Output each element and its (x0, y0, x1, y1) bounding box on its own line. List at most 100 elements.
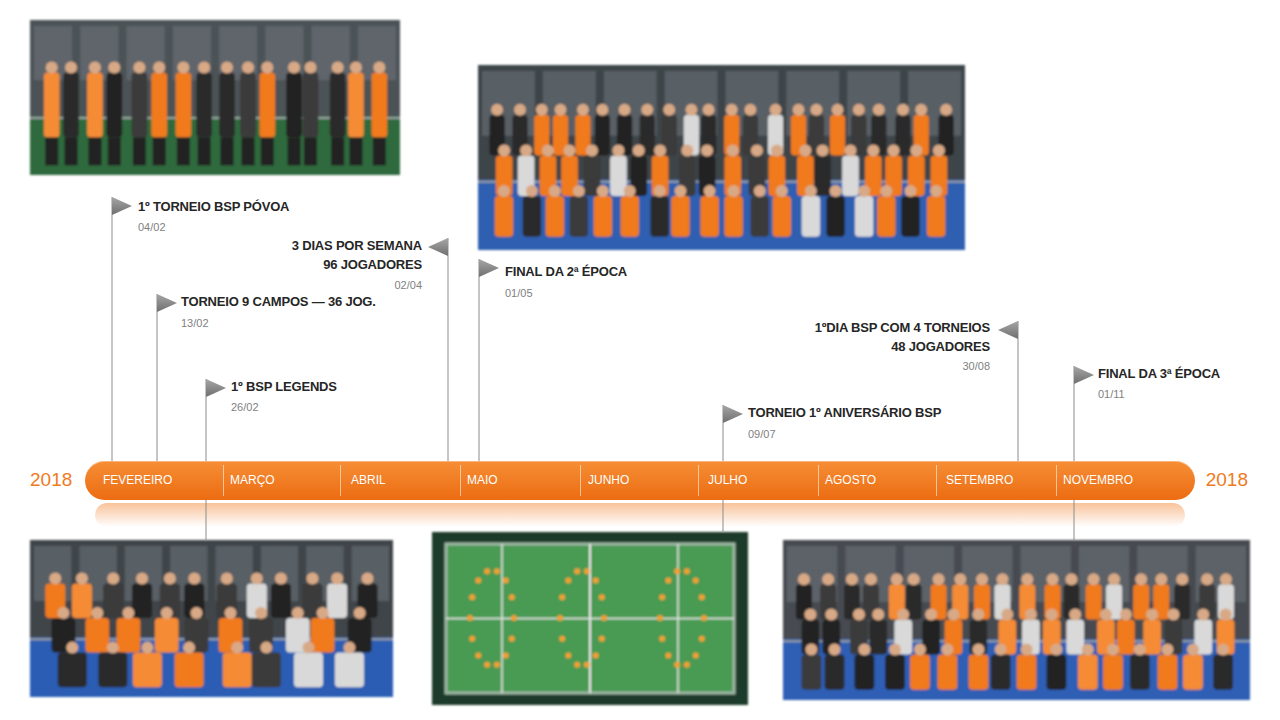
photo-person (555, 104, 567, 116)
photo-person (223, 653, 252, 688)
photo-person (1050, 644, 1062, 656)
photo-person (888, 144, 900, 156)
photo-person (1066, 619, 1084, 654)
photo-person (85, 618, 109, 653)
month-label: SETEMBRO (946, 473, 1013, 487)
year-label: 2018 (1206, 469, 1248, 491)
photo-person (867, 144, 879, 156)
photo-person (64, 138, 77, 166)
photo-person (754, 185, 766, 197)
event-title: FINAL DA 3ª ÉPOCA (1098, 366, 1220, 382)
month-label: NOVEMBRO (1063, 473, 1133, 487)
photo-person (901, 196, 919, 237)
photo-person (830, 115, 845, 156)
flag-pole (448, 238, 449, 461)
photo-person (908, 573, 920, 585)
photo-ball (494, 662, 500, 668)
event-title: TORNEIO 1º ANIVERSÁRIO BSP (748, 405, 941, 421)
month-divider (936, 465, 937, 496)
photo (783, 540, 1250, 700)
photo-person (260, 642, 272, 654)
photo-wall (432, 532, 748, 705)
photo-person (132, 584, 152, 619)
event-date: 26/02 (231, 399, 259, 415)
photo-ball (557, 615, 563, 621)
photo-person (776, 185, 788, 197)
photo-person (701, 144, 713, 156)
photo-person (915, 104, 927, 116)
month-label: MARÇO (230, 473, 275, 487)
flag-pole (157, 294, 158, 461)
photo-ball (467, 615, 473, 621)
photo-person (577, 104, 589, 116)
photo-person (330, 72, 346, 137)
photo-person (671, 196, 689, 237)
event-date: 09/07 (748, 426, 776, 442)
event-date: 02/04 (394, 277, 422, 293)
photo-person (844, 144, 856, 156)
photo-person (654, 185, 666, 197)
photo-person (954, 573, 966, 585)
photo-person (1134, 644, 1146, 656)
photo-person (373, 61, 385, 73)
photo-wall (783, 540, 1250, 700)
photo-person (259, 72, 275, 137)
photo-person (261, 61, 273, 73)
photo-person (1100, 608, 1112, 620)
photo-person (972, 608, 984, 620)
photo-person (641, 104, 653, 116)
photo-person (251, 573, 263, 585)
photo-ball (509, 594, 515, 600)
photo-person (361, 573, 373, 585)
photo-person (701, 115, 716, 156)
photo-person (177, 61, 189, 73)
photo-person (542, 144, 554, 156)
photo-person (72, 584, 92, 619)
photo-person (164, 573, 176, 585)
photo-person (1187, 644, 1199, 656)
photo-glass (127, 26, 165, 80)
photo-person (514, 104, 526, 116)
photo-ball (503, 577, 509, 583)
photo-person (153, 61, 165, 73)
photo-person (564, 144, 576, 156)
photo-person (880, 185, 892, 197)
event-title: 48 JOGADORES (891, 339, 990, 355)
photo-court-line (501, 544, 503, 693)
photo-person (133, 653, 162, 688)
month-divider (698, 465, 699, 496)
photo-person (724, 115, 739, 156)
photo-person (825, 655, 845, 690)
photos (30, 20, 1250, 705)
photo-person (910, 655, 930, 690)
photo-court (446, 544, 734, 693)
photo-ball (475, 577, 481, 583)
photo-person (242, 138, 255, 166)
photo-person (303, 642, 315, 654)
photo-person (373, 138, 386, 166)
photo-person (107, 642, 119, 654)
photo-person (1082, 644, 1094, 656)
photo-person (700, 196, 718, 237)
photo-person (663, 104, 675, 116)
photo-person (88, 138, 101, 166)
event-title: 96 JOGADORES (323, 257, 422, 273)
photo-person (804, 608, 816, 620)
photo-person (350, 61, 362, 73)
photo-person (925, 608, 937, 620)
month-divider (340, 465, 341, 496)
photo-court-line (677, 544, 679, 693)
photo-person (612, 144, 624, 156)
photo-person (853, 608, 865, 620)
photo-person (910, 144, 922, 156)
photo-person (771, 144, 783, 156)
photo-person (1143, 619, 1161, 654)
photo-ball (599, 636, 605, 642)
photo-person (141, 642, 153, 654)
photo-ball (484, 568, 490, 574)
photo-person (947, 608, 959, 620)
photo-ball (565, 653, 571, 659)
photo-person (103, 584, 123, 619)
photo-ball (511, 615, 517, 621)
photo-person (1103, 655, 1123, 690)
